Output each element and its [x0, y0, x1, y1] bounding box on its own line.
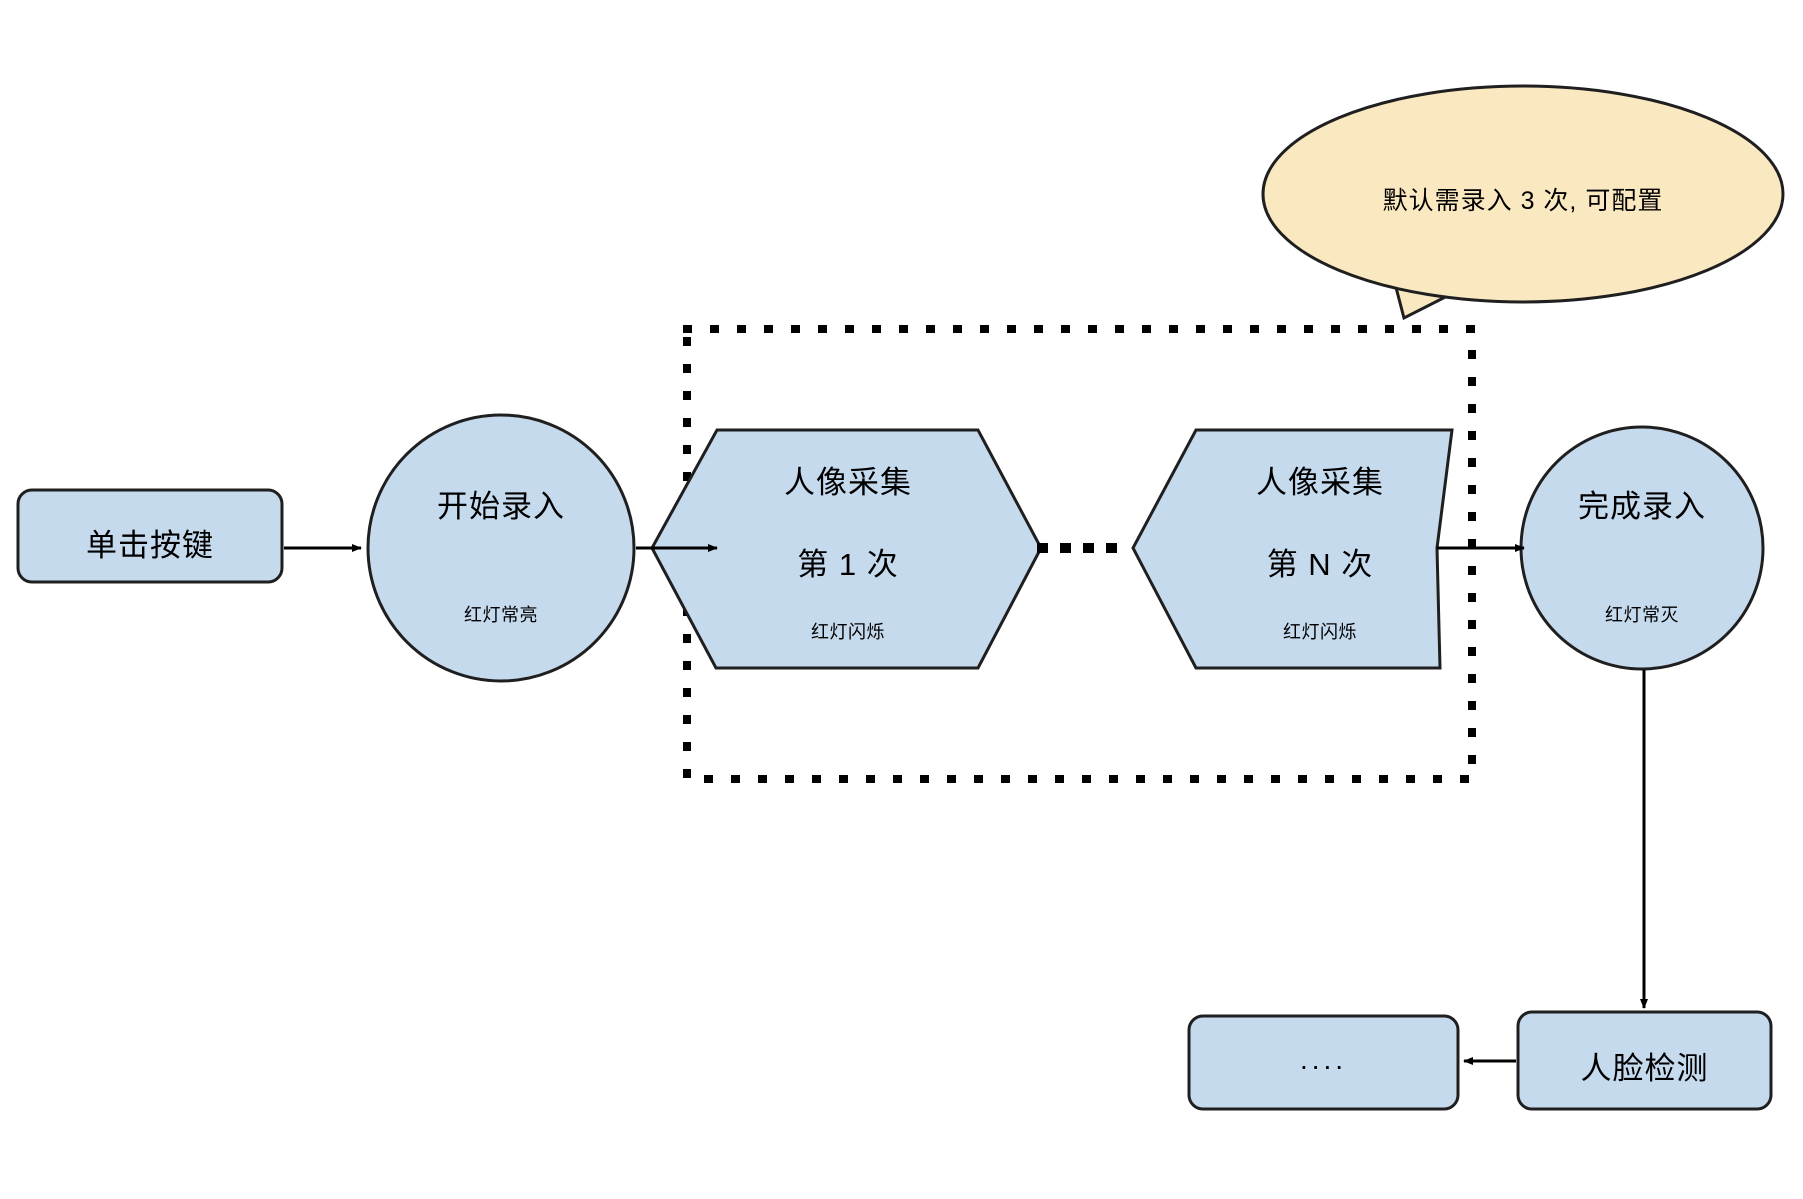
- callout-tail-seam: [1392, 274, 1476, 284]
- node-capture-first-shape[interactable]: [650, 428, 1043, 670]
- node-face-detect-shape[interactable]: [1516, 1010, 1773, 1111]
- callout-bubble: [1261, 84, 1785, 321]
- callout-body: [1261, 84, 1785, 304]
- node-capture-nth-shape[interactable]: [1131, 428, 1454, 670]
- node-more-steps-shape[interactable]: [1187, 1014, 1460, 1111]
- node-finish-enroll-shape[interactable]: [1519, 425, 1765, 671]
- node-press-key-shape[interactable]: [16, 488, 284, 584]
- node-start-enroll-shape[interactable]: [366, 413, 636, 683]
